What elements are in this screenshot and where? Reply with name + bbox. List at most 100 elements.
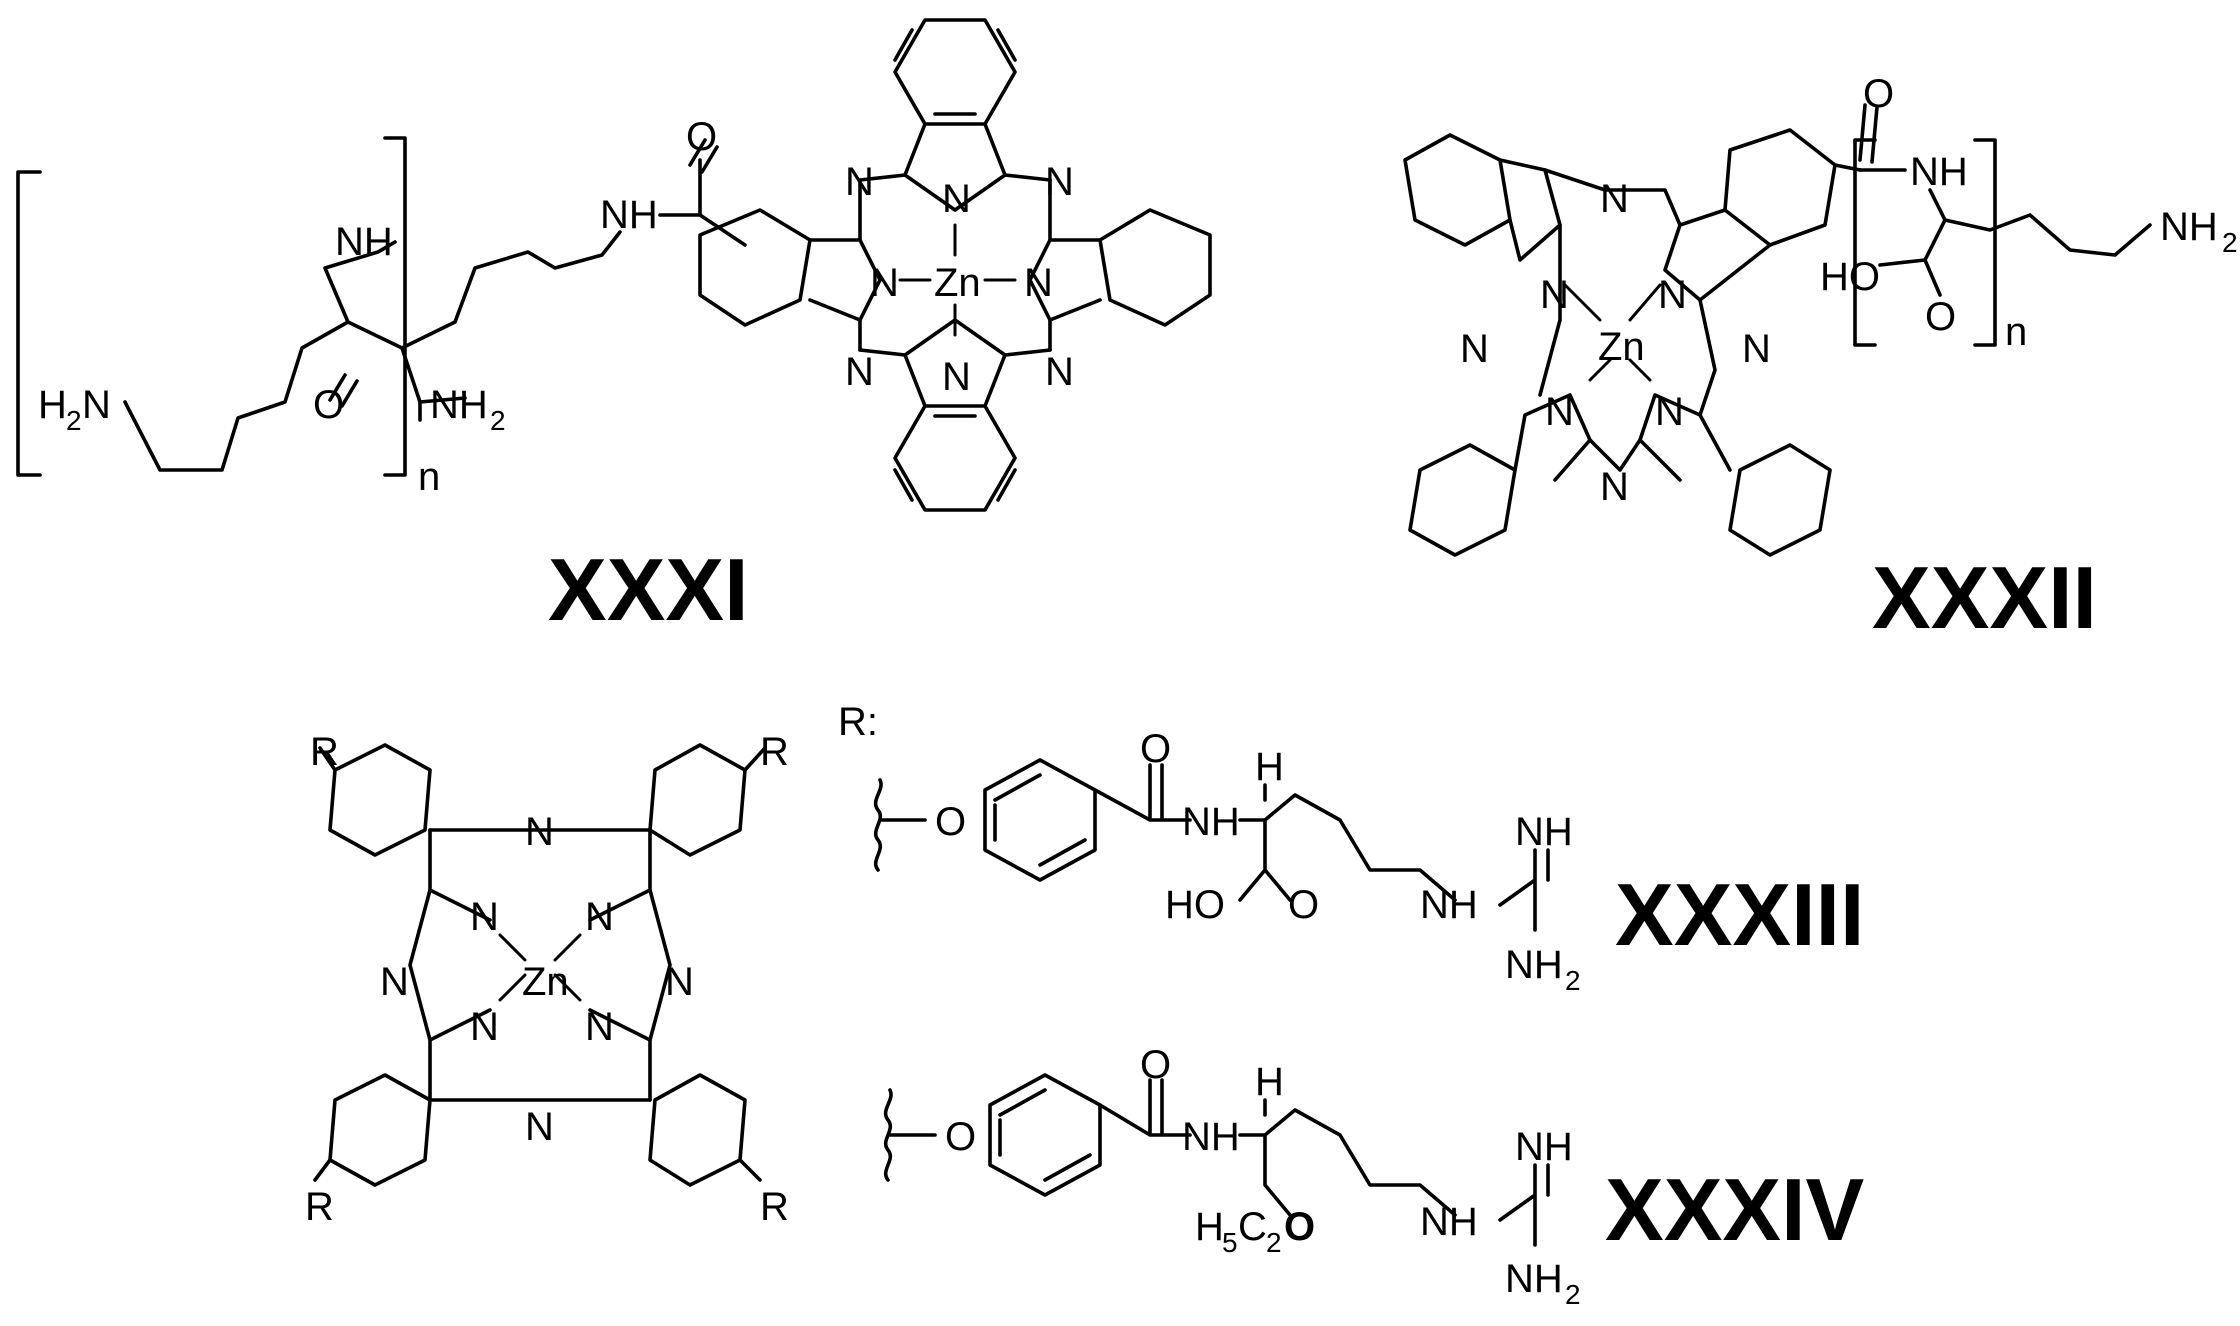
benzene-xxxiv (988, 1073, 1102, 1197)
atom-o-ether-xxxiv: O (945, 1115, 976, 1159)
atom-nh: NH (335, 220, 393, 264)
arginine-xxxiv (1238, 1108, 1457, 1217)
benzo-ring-left (698, 208, 812, 327)
atom-ethyl-2: 2 (1266, 1227, 1282, 1258)
compound-xxxiii: R: O NH O H HO O NH NH NH 2 XXXIII (838, 700, 1864, 996)
atom-n-pyrrole-br: N (1655, 390, 1684, 434)
benzo-ring-top (893, 18, 1017, 126)
atom-n-bl-left: N (380, 960, 409, 1004)
atom-ethyl-o: O (1284, 1205, 1315, 1249)
atom-o-ether-xxxiii: O (935, 800, 966, 844)
compound-xxxi: NH O H 2 N NH 2 n NH O Zn N (16, 18, 1212, 639)
atom-r-bl: R (305, 1185, 334, 1229)
atom-nh-xxxiii: NH (1182, 800, 1240, 844)
atom-nh2-sub: 2 (490, 405, 506, 436)
atom-n-bl-bl: N (470, 1005, 499, 1049)
meso-top (858, 173, 1052, 182)
atom-nh2-sub-xxxiv: 2 (1565, 1279, 1581, 1310)
guanidine-xxxiv (1498, 1163, 1550, 1247)
atom-n-bl-tr: N (585, 895, 614, 939)
compound-tetra-r-pc: Zn N N N N N N N N R R R R (305, 730, 789, 1229)
atom-h2n-n: N (82, 383, 111, 427)
atom-n-meso-bottom: N (1600, 465, 1629, 509)
atom-n-bl-bottom: N (525, 1105, 554, 1149)
amide-carbonyl (688, 138, 719, 174)
phthalocyanine-xxxi (698, 18, 1212, 512)
zn-coordination-xxxii (1563, 283, 1662, 382)
atom-n-bottom: N (942, 355, 971, 399)
atom-nh-imine-xxxiii: NH (1515, 810, 1573, 854)
atom-nh2-xxxiii: NH (1505, 943, 1563, 987)
atom-n-bl-right: N (665, 960, 694, 1004)
carboxyl-xxxii (1878, 218, 1947, 297)
atom-nh2: NH (430, 383, 488, 427)
atom-h-xxxiv: H (1255, 1060, 1284, 1104)
benzo-ring-bl-bl (328, 1073, 432, 1187)
backbone-bond (346, 320, 467, 404)
benzo-ring-tl (1403, 133, 1512, 247)
side-chain (400, 230, 622, 350)
atom-n-left: N (870, 261, 899, 305)
atom-nh-guan-xxxiv: NH (1420, 1200, 1478, 1244)
benzo-ring-bottom (893, 404, 1017, 512)
atom-n-pyrrole-bl: N (1545, 390, 1574, 434)
atom-o-carboxyl-xxxii: O (1925, 295, 1956, 339)
benzo-ring-bl-br (648, 1073, 747, 1187)
zn-coordination (898, 223, 1017, 337)
atom-nh-xxxiv: NH (1182, 1115, 1240, 1159)
amide-carbonyl-xxxii (1858, 103, 1879, 164)
atom-ethyl-5: 5 (1222, 1227, 1238, 1258)
r-bonds (313, 746, 767, 1182)
atom-ho-xxxii: HO (1820, 255, 1880, 299)
repeat-n: n (418, 455, 440, 499)
atom-o-carboxyl-xxxiii: O (1288, 883, 1319, 927)
wavy-bond-xxxiii (873, 778, 883, 872)
atom-r-br: R (760, 1185, 789, 1229)
lysine-chain (123, 240, 397, 472)
amide-xxxiii (1093, 763, 1192, 822)
compound-xxxii: Zn N N N N N N N N O NH HO O n NH 2 XXXI… (1403, 72, 2238, 647)
atom-n-right: N (1024, 261, 1053, 305)
arginine-xxxiii (1238, 793, 1457, 902)
compound-xxxiv: O NH O H H 5 C 2 O NH NH NH 2 XXXIV (883, 1043, 1865, 1310)
compound-label-xxxi: XXXI (548, 540, 749, 639)
atom-nh2-xxxii: NH (2160, 205, 2218, 249)
pyrrole-left (808, 238, 882, 322)
compound-label-xxxiii: XXXIII (1615, 865, 1864, 964)
atom-o: O (313, 383, 344, 427)
atom-o-amide: O (686, 115, 717, 159)
atom-h2n-sub: 2 (66, 405, 82, 436)
benzene-xxxiii (983, 758, 1097, 882)
benzene-double-xxxiii (993, 773, 1087, 867)
atom-ho-xxxiii: HO (1165, 883, 1225, 927)
atom-zn-xxxii: Zn (1598, 325, 1645, 369)
benzene-double-xxxiv (998, 1088, 1092, 1182)
repeat-n-xxxii: n (2005, 310, 2027, 354)
meso-bottom (858, 348, 1052, 357)
amide-link (658, 158, 747, 247)
benzo-ring-top-double (893, 28, 1017, 116)
atom-n-meso-br: N (1045, 350, 1074, 394)
atom-n-meso-tl: N (845, 160, 874, 204)
atom-n-top: N (942, 177, 971, 221)
benzo-ring-bl-tr (648, 743, 747, 857)
atom-n-pyrrole-tr: N (1658, 273, 1687, 317)
benzo-ring-bl (1408, 443, 1517, 557)
pyrrole-right (1028, 238, 1102, 322)
benzo-ring-br (1728, 443, 1832, 557)
phthalocyanine-xxxii (1403, 128, 1862, 557)
atom-o-xxxiv: O (1140, 1043, 1171, 1087)
lysine-chain-xxxii (1928, 188, 2152, 257)
pyrrole-br (1638, 393, 1732, 482)
atom-n-bl-top: N (525, 810, 554, 854)
atom-nh2-xxxiv: NH (1505, 1257, 1563, 1301)
atom-nh-amide: NH (600, 193, 658, 237)
bracket-left (16, 170, 42, 477)
atom-n-meso-left: N (1460, 327, 1489, 371)
benzo-ring-bottom-double (893, 414, 1017, 502)
atom-n-bl-br: N (585, 1005, 614, 1049)
atom-nh-guan-xxxiii: NH (1420, 883, 1478, 927)
meso-bridges (1538, 168, 1717, 472)
carbonyl-bond (328, 373, 359, 408)
